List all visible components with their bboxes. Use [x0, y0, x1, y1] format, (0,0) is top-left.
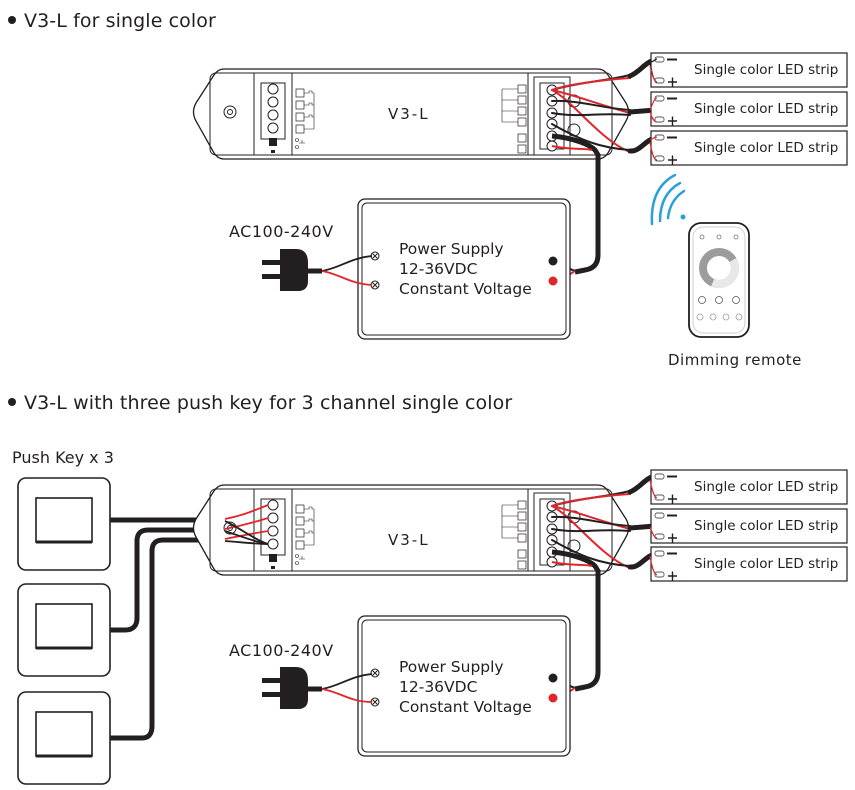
- led-strip-label: Single color LED strip: [694, 140, 839, 156]
- controller-model-label-top: V3-L: [388, 105, 430, 123]
- controller-model-label-bottom: V3-L: [388, 531, 430, 549]
- power-supply-line2: 12-36VDC: [399, 678, 478, 696]
- bullet-icon: [8, 15, 16, 24]
- push-key-leads: [224, 504, 269, 545]
- power-supply-line2: 12-36VDC: [399, 260, 478, 278]
- led-strip-label: Single color LED strip: [694, 62, 839, 78]
- strip-leads-top: [649, 58, 658, 161]
- wifi-signal-icon: [650, 173, 686, 226]
- power-supply-line3: Constant Voltage: [399, 698, 532, 716]
- power-supply-line1: Power Supply: [399, 658, 504, 676]
- strip-leads-bottom: [649, 479, 658, 576]
- power-supply-line1: Power Supply: [399, 240, 504, 258]
- bullet-icon: [8, 397, 16, 406]
- led-strip-label: Single color LED strip: [694, 556, 839, 572]
- heading-text: V3-L for single color: [24, 10, 216, 32]
- power-supply-line3: Constant Voltage: [399, 280, 532, 298]
- remote-label: Dimming remote: [668, 351, 802, 369]
- ac-wires-bottom: [321, 673, 373, 703]
- ac-input-label-top: AC100-240V: [229, 222, 334, 241]
- led-strip-label: Single color LED strip: [694, 101, 839, 117]
- led-strip-label: Single color LED strip: [694, 479, 839, 495]
- ac-wires-top: [321, 255, 373, 286]
- power-supply-label-bottom: Power Supply 12-36VDC Constant Voltage: [399, 657, 532, 717]
- ac-plug-bottom: [262, 667, 322, 709]
- section-heading-single-color: V3-L for single color: [8, 10, 216, 32]
- push-key-3: [16, 690, 112, 786]
- power-supply-label-top: Power Supply 12-36VDC Constant Voltage: [399, 239, 532, 299]
- heading-text: V3-L with three push key for 3 channel s…: [24, 392, 513, 414]
- push-key-2: [16, 582, 112, 678]
- section-heading-push-key: V3-L with three push key for 3 channel s…: [8, 392, 512, 414]
- push-key-1: [16, 476, 112, 572]
- push-key-title: Push Key x 3: [12, 448, 114, 467]
- ac-plug-top: [262, 249, 322, 291]
- ac-input-label-bottom: AC100-240V: [229, 641, 334, 660]
- led-strip-label: Single color LED strip: [694, 518, 839, 534]
- dimming-remote: [650, 173, 750, 338]
